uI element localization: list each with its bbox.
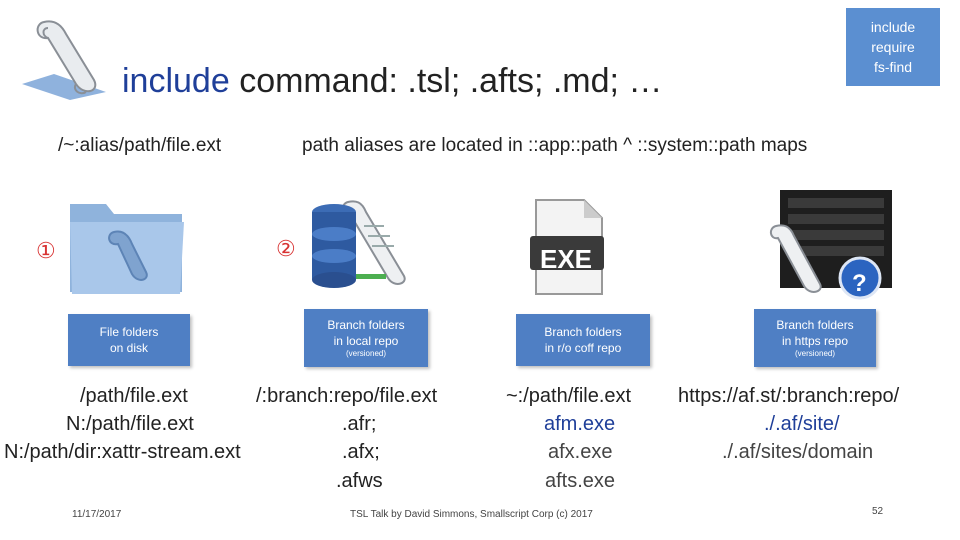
page-number: 52 [872, 506, 884, 517]
database-scroll-icon [312, 200, 406, 288]
scroll-logo-icon [22, 20, 106, 100]
exe-file-icon [530, 199, 604, 295]
col2-line1: /:branch:repo/file.ext [256, 385, 438, 407]
corner-line-2: require [871, 39, 915, 55]
box4-note: (versioned) [794, 349, 835, 358]
footer-date: 11/17/2017 [72, 509, 122, 520]
col2-line2: .afr; [342, 413, 377, 435]
box4-line2: in https repo [781, 334, 849, 348]
box2-line2: in local repo [333, 334, 399, 348]
marker-one: ① [36, 238, 56, 263]
box-local-repo: Branch folders in local repo(versioned) [304, 309, 428, 367]
col1-line3: N:/path/dir:xattr-stream.ext [4, 441, 241, 463]
box1-line1: File folders [99, 325, 159, 339]
col4-line1: https://af.st/:branch:repo/ [678, 385, 900, 407]
col1-line1: /path/file.ext [80, 385, 188, 407]
alias-location-text: path aliases are located in ::app::path … [302, 135, 808, 156]
box1-line2: on disk [109, 341, 149, 355]
title-rest: command: .tsl; .afts; .md; … [229, 62, 663, 100]
box-file-folders: File folders on disk [68, 314, 190, 366]
box3-line1: Branch folders [544, 325, 622, 339]
col4-line3: ./.af/sites/domain [722, 441, 874, 463]
footer-credit: TSL Talk by David Simmons, Smallscript C… [350, 509, 593, 520]
col3-line1: ~:/path/file.ext [506, 385, 632, 407]
corner-line-3: fs-find [873, 59, 913, 75]
col2-line4: .afws [336, 470, 383, 492]
col3-line2: afm.exe [544, 413, 616, 435]
marker-two: ② [276, 236, 296, 261]
exe-label: EXE [540, 244, 593, 274]
box4-line1: Branch folders [776, 318, 854, 332]
page-title: include command: .tsl; .afts; .md; … [122, 62, 662, 101]
box3-line2: in r/o coff repo [544, 341, 622, 355]
box2-line1: Branch folders [327, 318, 405, 332]
box2-note: (versioned) [345, 349, 386, 358]
server-question-icon [770, 190, 892, 300]
col2-line3: .afx; [342, 441, 380, 463]
col4-line2: ./.af/site/ [764, 413, 840, 435]
corner-line-1: include [870, 19, 916, 35]
col3-line3: afx.exe [548, 441, 613, 463]
include-require-box: include require fs-find [846, 8, 940, 86]
alias-path-text: /~:alias/path/file.ext [58, 135, 222, 156]
folder-icon [70, 204, 184, 294]
box-coff-repo: Branch folders in r/o coff repo [516, 314, 650, 366]
title-keyword: include [122, 62, 230, 100]
box-https-repo: Branch folders in https repo(versioned) [754, 309, 876, 367]
col3-line4: afts.exe [545, 470, 616, 492]
col1-line2: N:/path/file.ext [66, 413, 194, 435]
